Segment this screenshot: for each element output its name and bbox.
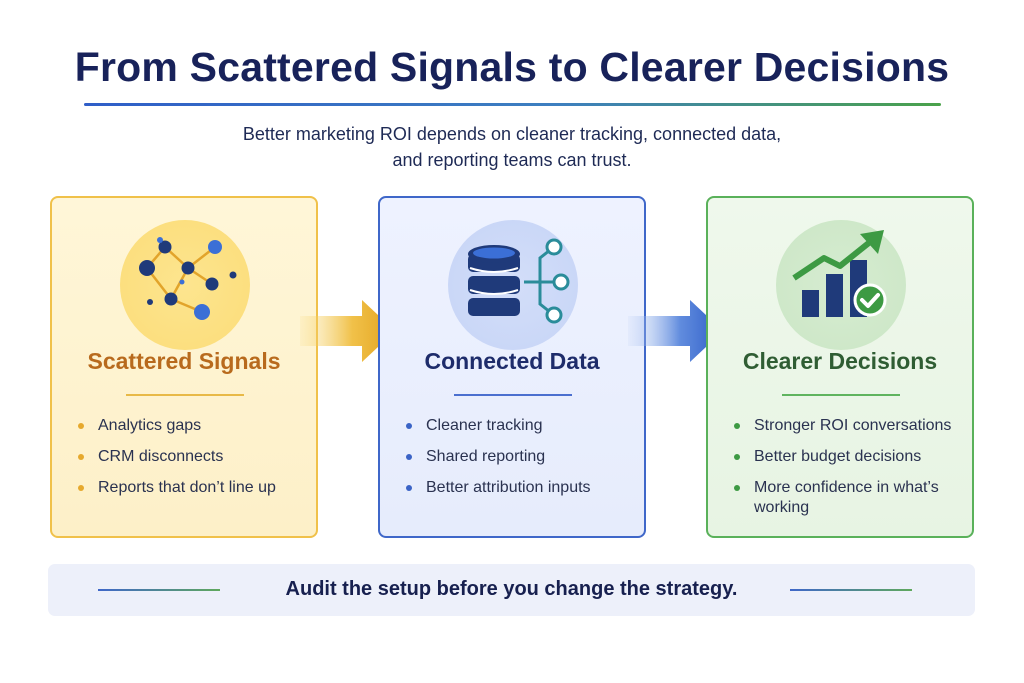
bullet-dot-icon [734,454,740,460]
bullet-list: Stronger ROI conversations Better budget… [734,416,970,529]
list-item: Shared reporting [406,447,642,467]
bullet-text: CRM disconnects [98,448,224,465]
bullet-list: Analytics gaps CRM disconnects Reports t… [78,416,314,509]
list-item: CRM disconnects [78,447,314,467]
subtitle-line-2: and reporting teams can trust. [392,150,632,170]
subtitle-line-1: Better marketing ROI depends on cleaner … [242,124,782,144]
list-item: Reports that don’t line up [78,478,314,498]
bullet-text: Better budget decisions [754,448,922,465]
callout-banner: Audit the setup before you change the st… [48,564,975,616]
list-item: Better budget decisions [734,447,970,467]
list-item: Stronger ROI conversations [734,416,970,436]
bullet-dot-icon [78,423,84,429]
bullet-dot-icon [406,485,412,491]
bullet-dot-icon [406,454,412,460]
card-scattered-signals: Scattered Signals Analytics gaps CRM dis… [50,196,318,538]
bullet-text: Cleaner tracking [426,417,543,434]
list-item: More confidence in what’s working [734,478,970,518]
title-underline [84,103,941,106]
arrow-right-icon [300,300,395,362]
bullet-text: Stronger ROI conversations [754,417,952,434]
bullet-dot-icon [78,454,84,460]
bullet-list: Cleaner tracking Shared reporting Better… [406,416,642,509]
card-connected-data: Connected Data Cleaner tracking Shared r… [378,196,646,538]
card-title: Clearer Decisions [742,348,938,374]
list-item: Better attribution inputs [406,478,642,498]
page-title: From Scattered Signals to Clearer Decisi… [74,44,950,90]
growth-chart-check-icon [776,220,906,350]
bullet-text: Analytics gaps [98,417,202,434]
bullet-text: Shared reporting [426,448,546,465]
bullet-dot-icon [78,485,84,491]
card-divider [454,394,572,396]
card-divider [782,394,900,396]
banner-divider-right [790,589,912,591]
card-title: Scattered Signals [87,348,281,374]
bullet-text: More confidence in what’s working [754,479,939,516]
arrow-right-icon [628,300,723,362]
card-title: Connected Data [424,348,600,374]
scattered-network-icon [120,220,250,350]
banner-divider-left [98,589,220,591]
card-divider [126,394,244,396]
bullet-dot-icon [734,423,740,429]
database-connections-icon [448,220,578,350]
bullet-dot-icon [406,423,412,429]
list-item: Analytics gaps [78,416,314,436]
page-subtitle: Better marketing ROI depends on cleaner … [0,121,1024,173]
banner-text: Audit the setup before you change the st… [285,578,738,600]
bullet-text: Reports that don’t line up [98,479,276,496]
bullet-dot-icon [734,485,740,491]
bullet-text: Better attribution inputs [426,479,591,496]
card-clearer-decisions: Clearer Decisions Stronger ROI conversat… [706,196,974,538]
list-item: Cleaner tracking [406,416,642,436]
